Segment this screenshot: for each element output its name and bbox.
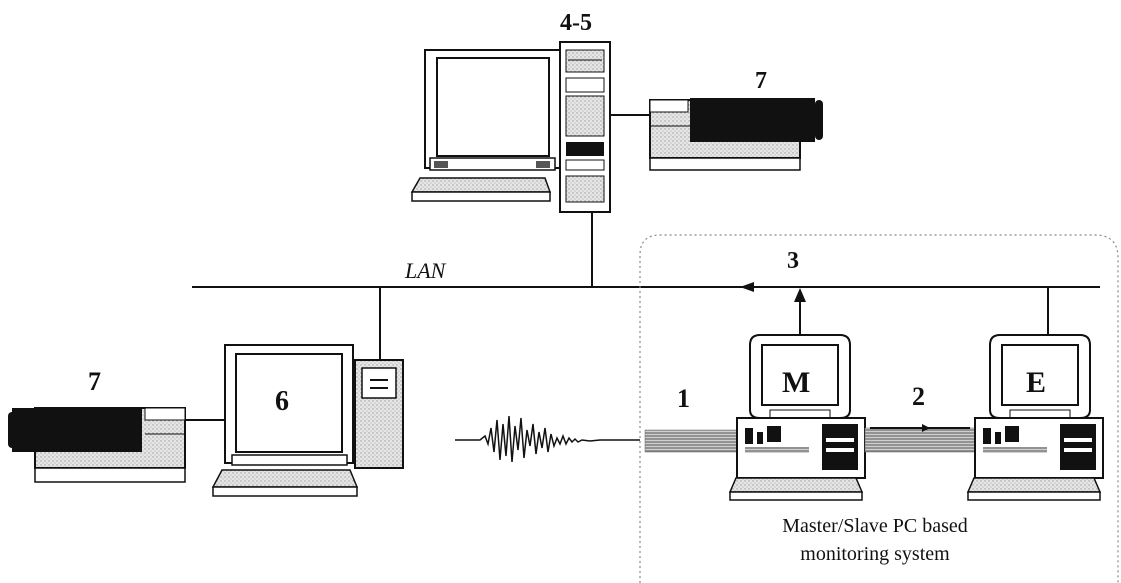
slave-pc <box>966 287 1104 501</box>
link-1-label: 1 <box>677 384 690 413</box>
caption-line-1: Master/Slave PC based <box>782 515 968 537</box>
seismic-waveform <box>455 415 640 463</box>
lan-label: LAN <box>404 258 447 283</box>
master-label: M <box>782 366 810 399</box>
link-3-label: 3 <box>787 248 799 274</box>
server-label: 4-5 <box>560 10 592 36</box>
workstation-keyboard <box>211 469 359 488</box>
workstation-label: 6 <box>275 386 289 417</box>
printer-left-label: 7 <box>88 367 101 396</box>
monitoring-system-boundary <box>639 234 1119 583</box>
link-1-cable <box>644 429 738 453</box>
server-workstation <box>410 41 650 287</box>
master-pc <box>728 334 866 501</box>
link-3-arrow-up-icon <box>794 288 806 302</box>
printer-left <box>8 407 186 483</box>
slave-label: E <box>1026 366 1046 399</box>
link-2-label: 2 <box>912 382 925 411</box>
caption-line-2: monitoring system <box>800 543 950 565</box>
link-2-arrow-icon <box>922 424 930 432</box>
link-2-cable <box>864 427 976 453</box>
lan-arrow-left-icon <box>740 282 754 292</box>
workstation-6 <box>185 287 404 497</box>
server-keyboard <box>410 177 552 193</box>
printer-top-label: 7 <box>755 68 767 94</box>
printer-top <box>649 98 823 171</box>
